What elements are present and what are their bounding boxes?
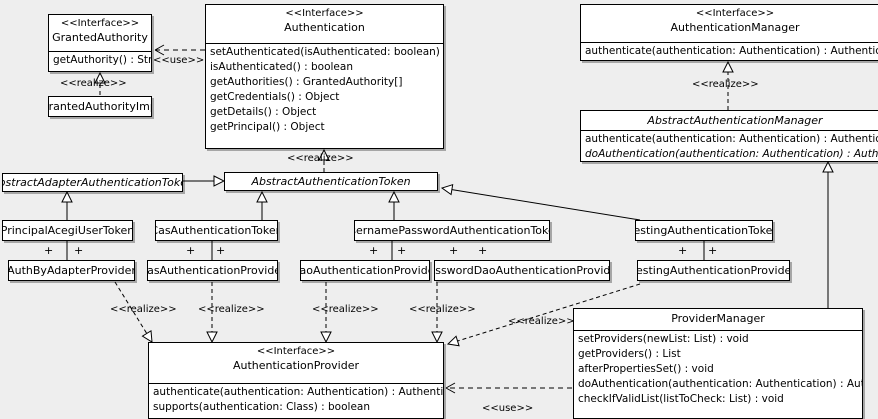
class-cas-authentication-provider[interactable]: CasAuthenticationProvider bbox=[147, 260, 278, 281]
operation-item: isAuthenticated() : boolean bbox=[210, 61, 353, 73]
class-header: <<Interface>> GrantedAuthority bbox=[49, 15, 151, 51]
operations-compartment: authenticate(authentication: Authenticat… bbox=[581, 42, 878, 60]
operation-item: getDetails() : Object bbox=[210, 106, 317, 118]
multiplicity-label: + bbox=[44, 244, 54, 257]
operation-item: getPrincipal() : Object bbox=[210, 121, 325, 133]
stereotype-label: <<Interface>> bbox=[60, 18, 140, 29]
multiplicity-label: + bbox=[478, 244, 488, 257]
class-abstract-authentication-token[interactable]: AbstractAuthenticationToken bbox=[224, 172, 438, 191]
operation-item: doAuthentication(authentication: Authent… bbox=[578, 378, 862, 390]
operation-item: afterPropertiesSet() : void bbox=[578, 363, 714, 375]
edge-label-realize-cas-authentication-provider: <<realize>> bbox=[198, 304, 265, 315]
operation-item: setAuthenticated(isAuthenticated: boolea… bbox=[210, 46, 443, 58]
edge-label-realize-abstract-authentication-manager: <<realize>> bbox=[692, 79, 759, 90]
multiplicity-label: + bbox=[708, 244, 718, 257]
edge-label-realize-provider-manager: <<realize>> bbox=[508, 316, 575, 327]
class-principal-acegi-user-token[interactable]: PrincipalAcegiUserToken bbox=[2, 220, 133, 241]
class-name-label: DaoAuthenticationProvider bbox=[300, 264, 429, 277]
class-name-label: CasAuthenticationToken bbox=[155, 224, 278, 237]
class-name-label: PasswordDaoAuthenticationProvider bbox=[435, 264, 610, 277]
class-dao-authentication-provider[interactable]: DaoAuthenticationProvider bbox=[300, 260, 430, 281]
class-header: <<Interface>> AuthenticationManager bbox=[581, 5, 878, 42]
class-authentication-manager[interactable]: <<Interface>> AuthenticationManager auth… bbox=[580, 4, 878, 61]
class-username-password-authentication-token[interactable]: UsernamePasswordAuthenticationToken bbox=[354, 220, 550, 241]
class-authentication-provider[interactable]: <<Interface>> AuthenticationProvider aut… bbox=[148, 342, 444, 419]
operation-item: authenticate(authentication: Authenticat… bbox=[585, 45, 878, 57]
operation-item: doAuthentication(authentication: Authent… bbox=[585, 148, 878, 160]
edge-label-realize-password-dao-authentication-provider: <<realize>> bbox=[409, 304, 476, 315]
operation-item: getAuthority() : String bbox=[53, 54, 152, 66]
class-name-label: AbstractAuthenticationToken bbox=[251, 175, 411, 188]
stereotype-label: <<Interface>> bbox=[256, 346, 336, 357]
class-name-label: AbstractAuthenticationManager bbox=[647, 114, 823, 127]
class-password-dao-authentication-provider[interactable]: PasswordDaoAuthenticationProvider bbox=[434, 260, 610, 281]
class-authentication[interactable]: <<Interface>> Authentication setAuthenti… bbox=[205, 4, 444, 149]
class-name-label: UsernamePasswordAuthenticationToken bbox=[355, 224, 549, 237]
operations-compartment: authenticate(authentication: Authenticat… bbox=[581, 130, 878, 161]
class-name-label: TestingAuthenticationProvider bbox=[637, 264, 790, 277]
class-abstract-adapter-authentication-token[interactable]: AbstractAdapterAuthenticationToken bbox=[2, 173, 183, 192]
class-name-label: PrincipalAcegiUserToken bbox=[2, 224, 133, 237]
edge-label-use-provider-manager: <<use>> bbox=[482, 403, 534, 414]
stereotype-label: <<Interface>> bbox=[285, 8, 364, 19]
operation-item: authenticate(authentication: Authenticat… bbox=[153, 386, 444, 398]
operation-item: getProviders() : List bbox=[578, 348, 681, 360]
class-auth-by-adapter-provider[interactable]: AuthByAdapterProvider bbox=[8, 260, 135, 281]
class-name-label: GrantedAuthorityImpl bbox=[48, 100, 151, 113]
operations-compartment: getAuthority() : String bbox=[49, 51, 151, 69]
class-testing-authentication-token[interactable]: TestingAuthenticationToken bbox=[635, 220, 773, 241]
class-granted-authority[interactable]: <<Interface>> GrantedAuthority getAuthor… bbox=[48, 14, 152, 72]
class-header: <<Interface>> Authentication bbox=[206, 5, 443, 43]
edge-label-realize-dao-authentication-provider: <<realize>> bbox=[312, 304, 379, 315]
class-name-label: Authentication bbox=[284, 21, 365, 34]
multiplicity-label: + bbox=[397, 244, 407, 257]
class-testing-authentication-provider[interactable]: TestingAuthenticationProvider bbox=[637, 260, 790, 281]
multiplicity-label: + bbox=[216, 244, 226, 257]
class-provider-manager[interactable]: ProviderManager setProviders(newList: Li… bbox=[573, 308, 863, 419]
class-abstract-authentication-manager[interactable]: AbstractAuthenticationManager authentica… bbox=[580, 110, 878, 162]
multiplicity-label: + bbox=[186, 244, 196, 257]
class-granted-authority-impl[interactable]: GrantedAuthorityImpl bbox=[48, 96, 152, 117]
edge-label-realize-auth-by-adapter-provider: <<realize>> bbox=[110, 304, 177, 315]
multiplicity-label: + bbox=[369, 244, 379, 257]
class-header: AbstractAuthenticationManager bbox=[581, 111, 878, 130]
class-name-label: AuthenticationManager bbox=[670, 21, 800, 34]
edge-label-use-granted-authority: <<use>> bbox=[153, 55, 205, 66]
class-name-label: AuthByAdapterProvider bbox=[8, 264, 135, 277]
edge-label-realize-abstract-authentication-token: <<realize>> bbox=[287, 153, 354, 164]
operation-item: setProviders(newList: List) : void bbox=[578, 333, 749, 345]
operations-compartment: authenticate(authentication: Authenticat… bbox=[149, 383, 443, 416]
class-name-label: CasAuthenticationProvider bbox=[147, 264, 277, 277]
operations-compartment: setProviders(newList: List) : void getPr… bbox=[574, 330, 862, 408]
stereotype-label: <<Interface>> bbox=[695, 8, 775, 19]
class-header: ProviderManager bbox=[574, 309, 862, 330]
multiplicity-label: + bbox=[449, 244, 459, 257]
class-name-label: TestingAuthenticationToken bbox=[635, 224, 773, 237]
class-cas-authentication-token[interactable]: CasAuthenticationToken bbox=[155, 220, 278, 241]
multiplicity-label: + bbox=[678, 244, 688, 257]
operation-item: supports(authentication: Class) : boolea… bbox=[153, 401, 370, 413]
edge-label-realize-granted-authority-impl: <<realize>> bbox=[60, 78, 127, 89]
operation-item: authenticate(authentication: Authenticat… bbox=[585, 133, 878, 145]
class-name-label: ProviderManager bbox=[671, 312, 765, 325]
class-name-label: AuthenticationProvider bbox=[232, 359, 360, 372]
class-name-label: AbstractAdapterAuthenticationToken bbox=[3, 176, 182, 189]
operations-compartment: setAuthenticated(isAuthenticated: boolea… bbox=[206, 43, 443, 136]
operation-item: checkIfValidList(listToCheck: List) : vo… bbox=[578, 393, 784, 405]
operation-item: getCredentials() : Object bbox=[210, 91, 340, 103]
operation-item: getAuthorities() : GrantedAuthority[] bbox=[210, 76, 403, 88]
class-name-label: GrantedAuthority bbox=[52, 31, 148, 44]
class-header: <<Interface>> AuthenticationProvider bbox=[149, 343, 443, 383]
multiplicity-label: + bbox=[74, 244, 84, 257]
